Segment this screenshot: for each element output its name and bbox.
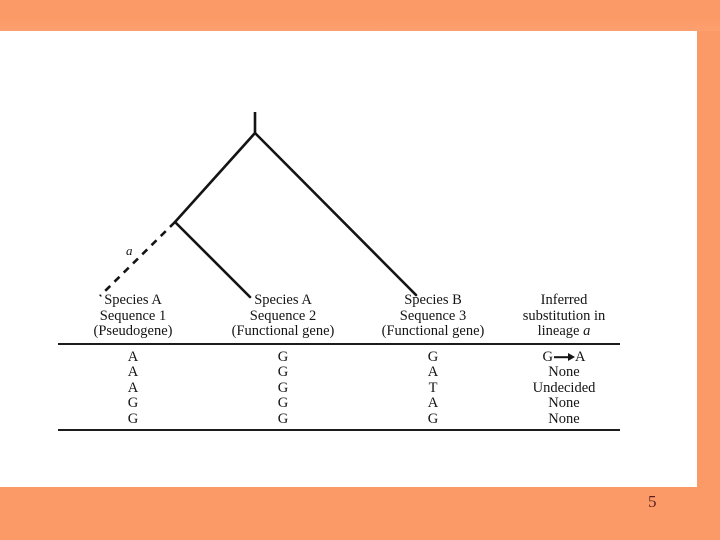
cell-sequence2: G bbox=[277, 364, 289, 381]
column-header-inferred-line2: substitution in bbox=[522, 307, 606, 324]
column-header-sequence1-line2: Sequence 1 bbox=[99, 307, 167, 324]
column-header-inferred-lineage-word: lineage bbox=[537, 323, 584, 339]
column-header-inferred-lineage-letter: a bbox=[583, 323, 591, 339]
sequence-comparison-table: Species A Sequence 1 (Pseudogene) Specie… bbox=[58, 292, 620, 432]
column-header-inferred-substitution: Inferred substitution in lineage a bbox=[508, 292, 620, 345]
column-header-sequence3-line2: Sequence 3 bbox=[399, 307, 467, 324]
tree-svg bbox=[99, 112, 418, 299]
cell-sequence3: A bbox=[427, 395, 439, 412]
cell-sequence3: A bbox=[427, 364, 439, 381]
cell-sequence3: G bbox=[358, 411, 508, 432]
column-header-sequence1: Species A Sequence 1 (Pseudogene) bbox=[58, 292, 208, 345]
slide-canvas: a Species A Sequence 1 (Pseudogene) Spec… bbox=[0, 31, 697, 487]
cell-sequence3: G bbox=[427, 348, 439, 365]
inferred-to-base: A bbox=[575, 348, 586, 365]
phylogenetic-tree-figure: a bbox=[0, 31, 697, 321]
cell-inferred-substitution: None bbox=[548, 364, 580, 381]
cell-sequence2: G bbox=[277, 395, 289, 412]
table-row: G G A None bbox=[58, 396, 620, 412]
lineage-a-label: a bbox=[126, 243, 133, 258]
sequence-table-area: Species A Sequence 1 (Pseudogene) Specie… bbox=[0, 292, 697, 432]
table-header: Species A Sequence 1 (Pseudogene) Specie… bbox=[58, 292, 620, 345]
substitution-arrow-icon bbox=[553, 352, 575, 363]
branch-root-to-species-b bbox=[253, 131, 418, 297]
table-row: G G G None bbox=[58, 411, 620, 432]
slide-top-border-band bbox=[0, 0, 720, 31]
cell-sequence1: A bbox=[127, 348, 139, 365]
column-header-sequence3: Species B Sequence 3 (Functional gene) bbox=[358, 292, 508, 345]
column-header-sequence2-line3: (Functional gene) bbox=[231, 323, 335, 339]
cell-sequence1: A bbox=[127, 364, 139, 381]
branch-root-to-internal bbox=[173, 131, 257, 224]
column-header-sequence2-line1: Species A bbox=[254, 292, 312, 308]
column-header-sequence3-line3: (Functional gene) bbox=[381, 323, 485, 339]
column-header-sequence1-line3: (Pseudogene) bbox=[93, 323, 173, 339]
branch-lineage-a-dashed bbox=[99, 221, 176, 297]
cell-inferred-substitution: Undecided bbox=[532, 379, 596, 396]
cell-inferred-substitution: None bbox=[548, 395, 580, 412]
column-header-sequence3-line1: Species B bbox=[404, 292, 462, 308]
cell-sequence1: G bbox=[58, 411, 208, 432]
cell-sequence2: G bbox=[277, 348, 289, 365]
page-number: 5 bbox=[648, 492, 657, 511]
cell-sequence3: T bbox=[428, 379, 438, 396]
column-header-inferred-line3: lineage a bbox=[508, 323, 620, 340]
cell-inferred-substitution: None bbox=[508, 411, 620, 432]
cell-sequence2: G bbox=[277, 379, 289, 396]
column-header-inferred-line1: Inferred bbox=[540, 292, 588, 308]
table-header-row: Species A Sequence 1 (Pseudogene) Specie… bbox=[58, 292, 620, 345]
inferred-from-base: G bbox=[542, 348, 553, 365]
table-row: A G A None bbox=[58, 364, 620, 381]
column-header-sequence1-line1: Species A bbox=[104, 292, 162, 308]
branch-internal-to-sequence-2 bbox=[173, 220, 252, 299]
column-header-sequence2: Species A Sequence 2 (Functional gene) bbox=[208, 292, 358, 345]
column-header-sequence2-line2: Sequence 2 bbox=[249, 307, 317, 324]
cell-sequence2: G bbox=[208, 411, 358, 432]
cell-sequence1: A bbox=[127, 379, 139, 396]
table-row: A G T Undecided bbox=[58, 379, 620, 397]
cell-sequence1: G bbox=[127, 395, 139, 412]
